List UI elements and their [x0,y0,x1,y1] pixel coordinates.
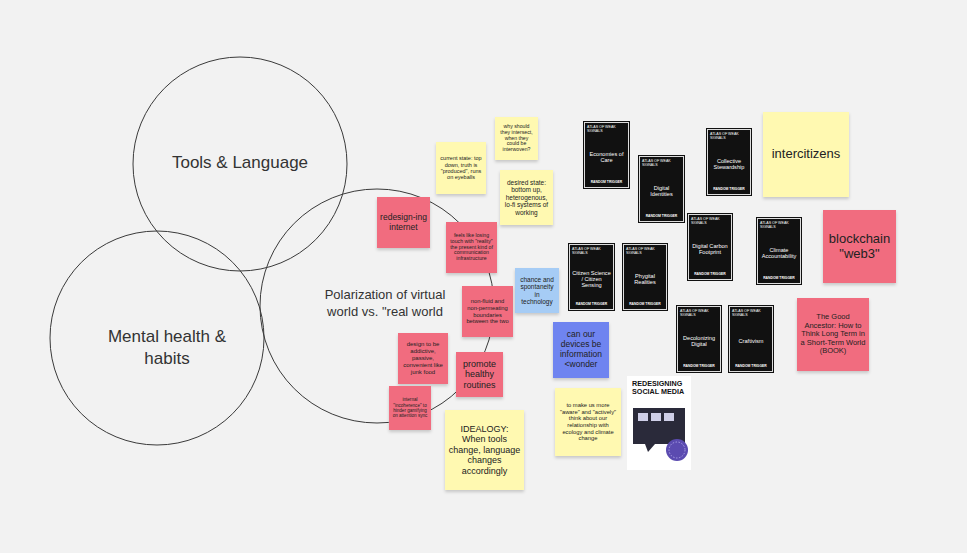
image-block [664,413,674,421]
card-title: Digital Carbon Footprint [691,243,729,256]
card-title: Digital Identities [642,185,681,198]
card-footer: RANDOM TRIGGER [626,303,664,307]
image-title: REDESIGNING SOCIAL MEDIA [632,380,686,395]
sticky-text: redesign-ing internet [380,213,427,233]
sticky-note: redesign-ing internet [377,197,430,248]
sticky-text: non-fluid and non-permeating boundaries … [465,298,510,325]
sticky-note: why should they intersect, when they cou… [495,117,538,160]
sticky-text: can our devices be information <wonder [556,330,606,369]
card-footer: RANDOM TRIGGER [587,181,626,185]
sticky-text: feels like losing touch with "reality" t… [449,233,494,263]
card-title: Phygital Realities [626,273,664,286]
sticky-note: non-fluid and non-permeating boundaries … [462,286,513,337]
image-ring [669,442,685,458]
signal-card: ATLAS OF WEAK SIGNALS Decolonizing Digita… [676,305,722,373]
sticky-text: The Good Ancestor: How to Think Long Ter… [800,313,866,356]
venn-circle: Mental health & habits [49,230,265,446]
sticky-note: to make us more "aware" and "actively" t… [555,388,621,456]
image-card: REDESIGNING SOCIAL MEDIA [627,376,691,408]
card-header: ATLAS OF WEAK SIGNALS [587,125,626,133]
circle-label: Tools & Language [150,152,330,174]
sticky-note: intercitizens [763,112,849,197]
signal-card: ATLAS OF WEAK SIGNALS Climate Accountabil… [756,217,802,285]
card-header: ATLAS OF WEAK SIGNALS [642,159,681,167]
card-header: ATLAS OF WEAK SIGNALS [710,132,748,140]
sticky-text: to make us more "aware" and "actively" t… [558,402,618,442]
signal-card: ATLAS OF WEAK SIGNALS Phygital RealitiesR… [622,243,668,311]
card-header: ATLAS OF WEAK SIGNALS [760,221,798,229]
sticky-note: internal "incoherence" to hinder gamifyi… [389,386,431,430]
signal-card: ATLAS OF WEAK SIGNALS Economies of CareRA… [583,121,630,189]
card-title: Craftivism [732,338,770,344]
sticky-note: can our devices be information <wonder [553,322,609,378]
card-title: Decolonizing Digital [680,335,718,348]
card-title: Collective Stewardship [710,158,748,171]
card-header: ATLAS OF WEAK SIGNALS [626,247,664,255]
signal-card: ATLAS OF WEAK SIGNALS Digital IdentitiesR… [638,155,685,223]
sticky-text: why should they intersect, when they cou… [498,124,535,154]
card-title: Citizen Science / Citizen Sensing [572,270,611,289]
signal-card: ATLAS OF WEAK SIGNALS Collective Stewards… [706,128,752,196]
sticky-text: IDEALOGY: When tools change, language ch… [448,424,521,476]
sticky-note: design to be addictive, passive, conveni… [398,333,448,384]
card-footer: RANDOM TRIGGER [642,215,681,219]
sticky-note: The Good Ancestor: How to Think Long Ter… [797,298,869,371]
image-block [638,413,648,421]
card-header: ATLAS OF WEAK SIGNALS [732,309,770,317]
sticky-note: feels like losing touch with "reality" t… [446,222,497,273]
sticky-text: promote healthy routines [459,359,500,390]
circle-label: Mental health & habits [97,326,237,370]
sticky-note: current state: top down, truth is "produ… [436,142,486,194]
sticky-note: desired state: bottom up, heterogenous, … [500,170,553,225]
venn-circle: Tools & Language [132,56,348,272]
signal-card: ATLAS OF WEAK SIGNALS Citizen Science / C… [568,243,615,311]
card-header: ATLAS OF WEAK SIGNALS [680,309,718,317]
sticky-text: current state: top down, truth is "produ… [439,155,483,180]
sticky-text: internal "incoherence" to hinder gamifyi… [392,397,428,418]
circle-line [133,57,347,271]
speech-pointer [645,444,655,452]
sticky-text: blockchain "web3" [826,232,893,262]
sticky-text: chance and spontaneity in technology [518,276,556,306]
image-card-ground [627,376,691,470]
card-footer: RANDOM TRIGGER [760,277,798,281]
sticky-note: blockchain "web3" [823,210,896,283]
circle-label: Polarization of virtual world vs. "real … [310,287,460,321]
sticky-text: intercitizens [766,147,846,162]
card-footer: RANDOM TRIGGER [572,303,611,307]
image-block [651,413,661,421]
image-dark-panel [633,408,685,444]
signal-card: ATLAS OF WEAK SIGNALS CraftivismRANDOM TR… [728,305,774,373]
card-footer: RANDOM TRIGGER [732,365,770,369]
image-purple-circle [666,439,688,461]
card-footer: RANDOM TRIGGER [680,365,718,369]
circle-line [50,231,264,445]
card-footer: RANDOM TRIGGER [691,273,729,277]
card-title: Economies of Care [587,151,626,164]
signal-card: ATLAS OF WEAK SIGNALS Digital Carbon Foot… [687,213,733,281]
card-header: ATLAS OF WEAK SIGNALS [691,217,729,225]
card-title: Climate Accountability [760,247,798,260]
card-footer: RANDOM TRIGGER [710,188,748,192]
card-header: ATLAS OF WEAK SIGNALS [572,247,611,255]
sticky-note: chance and spontaneity in technology [515,268,559,313]
sticky-text: design to be addictive, passive, conveni… [401,341,445,375]
sticky-note: promote healthy routines [456,352,503,397]
sticky-text: desired state: bottom up, heterogenous, … [503,179,550,216]
sticky-note: IDEALOGY: When tools change, language ch… [445,410,524,490]
